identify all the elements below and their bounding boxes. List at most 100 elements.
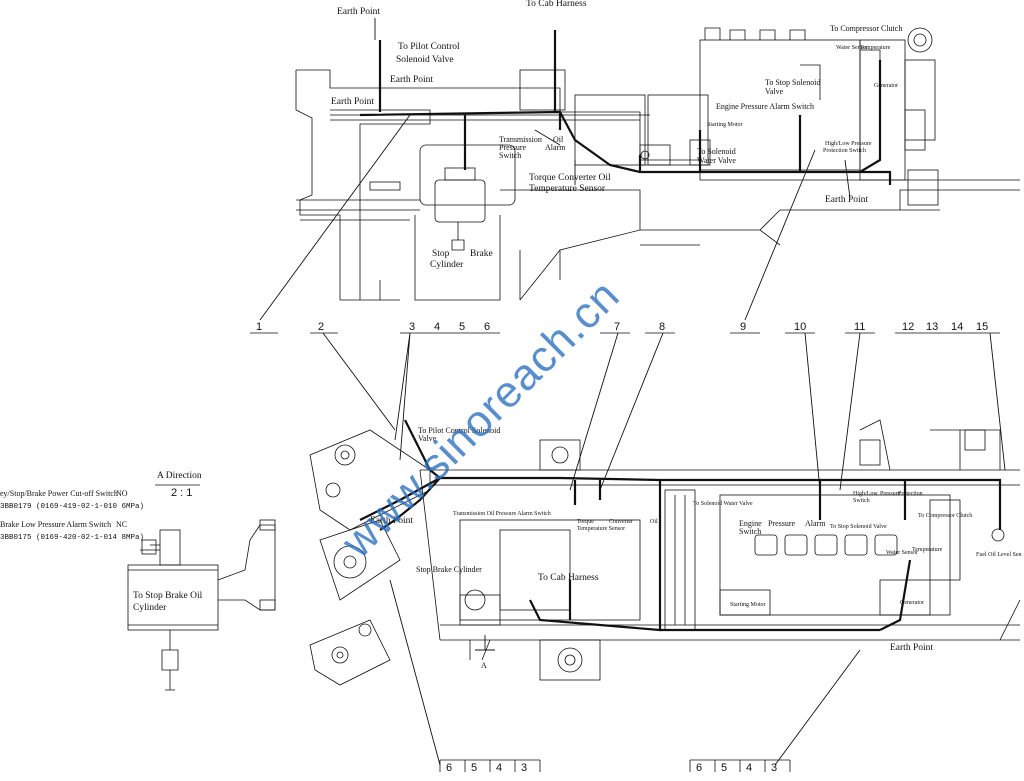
bottom-view-leaders <box>322 332 1006 766</box>
label-pressure: Pressure <box>499 143 527 152</box>
label-to-compressor-clutch: To Compressor Clutch <box>830 24 902 33</box>
bv-earth-point-2: Earth Point <box>890 643 933 653</box>
label-switch: Switch <box>499 151 521 160</box>
bv-starting-motor: Starting Motor <box>730 602 766 608</box>
bv-to-compressor: To Compressor Clutch <box>918 513 972 519</box>
callout-3: 3 <box>409 321 415 333</box>
label-to-solenoid-2: Water Valve <box>697 156 736 165</box>
label-high-low-pressure: High/Low Pressure <box>825 141 872 147</box>
label-torque-converter: Torque Converter Oil <box>529 173 611 183</box>
bv-trans-alarm: Transmission Oil Pressure Alarm Switch <box>453 511 551 517</box>
cylinder-label-2: Cylinder <box>133 603 167 613</box>
label-generator: Generator <box>874 83 898 89</box>
switch-1-code: 3BB0179 (0169-419-02-1-010 6MPa) <box>0 503 144 511</box>
callout-7: 7 <box>614 321 620 333</box>
callout-lines <box>250 332 1000 772</box>
callout-bottom-left-5: 5 <box>471 762 477 774</box>
callout-bottom-left-6: 6 <box>446 762 452 774</box>
switch-2-name: Brake Low Pressure Alarm Switch <box>0 520 111 529</box>
callout-9: 9 <box>740 321 746 333</box>
bv-high-low: High/Low <box>853 491 878 497</box>
bv-oil: Oil <box>650 519 658 525</box>
detail-view-drawing <box>127 484 276 691</box>
bv-converter: Converter <box>609 519 633 525</box>
callout-4: 4 <box>434 321 440 333</box>
cylinder-label-1: To Stop Brake Oil <box>133 591 203 601</box>
callout-bottom-right-3: 3 <box>771 762 777 774</box>
switch-1-type: NO <box>116 489 128 498</box>
label-earth-point-3: Earth Point <box>331 97 374 107</box>
top-view-drawing <box>295 27 1020 301</box>
label-earth-point-1: Earth Point <box>337 7 380 17</box>
label-earth-point-2: Earth Point <box>390 75 433 85</box>
callout-11: 11 <box>854 321 865 333</box>
label-engine-pressure-alarm: Engine Pressure Alarm Switch <box>716 102 814 111</box>
bv-pressure: Pressure <box>880 491 901 497</box>
label-to-stop-solenoid-1: To Stop Solenoid <box>765 78 820 87</box>
callout-6: 6 <box>484 321 490 333</box>
bottom-view-labels: To Pilot Control Solenoid Valve Earth Po… <box>370 426 1022 670</box>
bv-earth-point: Earth Point <box>370 516 413 526</box>
label-protection-switch: Protection Switch <box>823 148 866 154</box>
label-alarm: Alarm <box>545 143 566 152</box>
callout-14: 14 <box>951 321 963 333</box>
bv-pressure-big: Pressure <box>768 519 796 528</box>
callout-bottom-right-6: 6 <box>696 762 702 774</box>
label-stop: Stop <box>432 249 450 259</box>
bv-torque: Torque <box>577 519 594 525</box>
label-to-cab-harness: To Cab Harness <box>526 0 587 9</box>
callout-10: 10 <box>794 321 806 333</box>
bv-to-cab-harness: To Cab Harness <box>538 573 599 583</box>
label-to-pilot-2: Solenoid Valve <box>396 55 454 65</box>
callout-bottom-left-4: 4 <box>496 762 502 774</box>
label-temp-sensor: Temperature Sensor <box>529 184 606 194</box>
callout-15: 15 <box>976 321 988 333</box>
callout-bottom-left-3: 3 <box>521 762 527 774</box>
callout-1: 1 <box>256 321 262 333</box>
bv-section-a: A <box>481 661 487 670</box>
bv-engine: Engine <box>739 519 762 528</box>
top-view-harness <box>359 30 892 185</box>
bv-switch-big: Switch <box>739 527 761 536</box>
bv-water-sensor: Water Sensor <box>886 550 918 556</box>
bv-to-stop-solenoid: To Stop Solenoid Valve <box>830 524 887 530</box>
bv-to-pilot-1: To Pilot Control Solenoid <box>418 426 500 435</box>
label-transmission: Transmission <box>499 135 542 144</box>
switch-2-type: NC <box>116 520 127 529</box>
bv-temp-sensor: Temperature Sensor <box>577 526 625 532</box>
switch-2-code: 3BB0175 (0169-420-02-1-014 8MPa) <box>0 534 144 542</box>
label-to-solenoid-1: To Solenoid <box>697 147 736 156</box>
label-earth-point-4: Earth Point <box>825 195 868 205</box>
detail-title: A Direction <box>157 471 202 481</box>
callout-numbers: 1 2 3 4 5 6 7 8 9 10 11 12 13 14 15 6 5 … <box>256 321 988 774</box>
bv-generator: Generator <box>900 600 924 606</box>
bv-to-solenoid-water: To Solenoid Water Valve <box>693 501 753 507</box>
switch-1-name: ey/Stop/Brake Power Cut-off Switch <box>0 489 118 498</box>
callout-bottom-right-5: 5 <box>721 762 727 774</box>
bv-stop-brake-cylinder: Stop Brake Cylinder <box>416 565 482 574</box>
label-cylinder: Cylinder <box>430 260 464 270</box>
callout-8: 8 <box>659 321 665 333</box>
top-view-labels: Earth Point To Cab Harness To Pilot Cont… <box>331 0 902 270</box>
detail-view-labels: A Direction 2 : 1 ey/Stop/Brake Power Cu… <box>0 471 203 613</box>
label-oil: Oil <box>553 135 564 144</box>
bv-temperature: Temperature <box>912 547 943 553</box>
callout-bottom-right-4: 4 <box>746 762 752 774</box>
label-starting-motor: Starting Motor <box>707 122 743 128</box>
top-view-leaders <box>259 18 851 321</box>
callout-5: 5 <box>459 321 465 333</box>
label-to-pilot-1: To Pilot Control <box>398 42 460 52</box>
callout-13: 13 <box>926 321 938 333</box>
label-temperature: Temperature <box>860 45 891 51</box>
label-brake: Brake <box>470 249 493 259</box>
label-to-stop-solenoid-2: Valve <box>765 87 784 96</box>
bv-protection: Protection <box>898 491 923 497</box>
bv-alarm: Alarm <box>805 519 826 528</box>
bv-switch-small: Switch <box>853 498 870 504</box>
bv-fuel-oil-level: Fuel Oil Level Sen <box>976 552 1022 558</box>
bv-to-pilot-2: Valve <box>418 434 437 443</box>
detail-scale: 2 : 1 <box>171 487 192 499</box>
callout-2: 2 <box>318 321 324 333</box>
